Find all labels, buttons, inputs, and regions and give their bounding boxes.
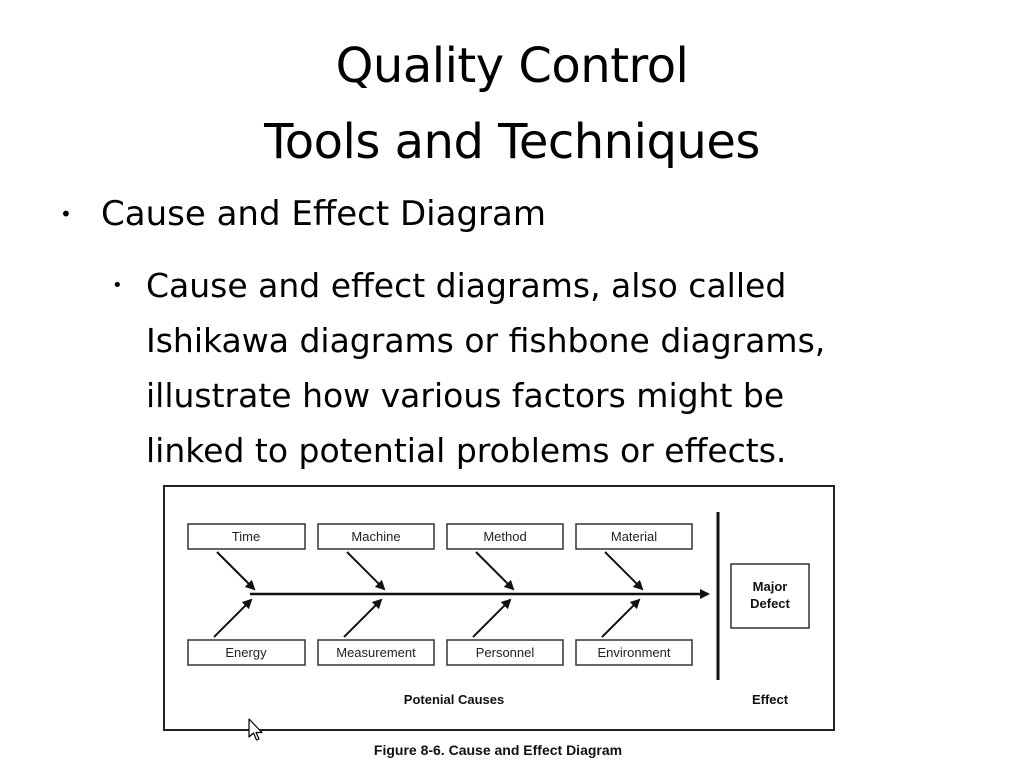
cause-label-method: Method [483, 529, 526, 544]
cause-label-time: Time [232, 529, 260, 544]
cause-arrow-method [475, 551, 515, 591]
cause-arrow-personnel [472, 598, 512, 638]
cause-label-energy: Energy [225, 645, 267, 660]
cause-label-environment: Environment [598, 645, 671, 660]
figure-frame [163, 485, 835, 731]
bullet-level-2-text: Cause and effect diagrams, also called I… [146, 258, 921, 478]
title-line-2: Tools and Techniques [264, 114, 760, 170]
bullet-level-2-line: Ishikawa diagrams or fishbone diagrams, [146, 321, 826, 360]
effect-box [730, 563, 810, 629]
cause-label-measurement: Measurement [336, 645, 416, 660]
bullet-level-1-text: Cause and Effect Diagram [101, 194, 546, 234]
effect-box-line-1: Major [753, 579, 788, 594]
potential-causes-label: Potenial Causes [404, 692, 504, 707]
cause-box-personnel [446, 639, 564, 666]
cause-arrow-measurement [343, 598, 383, 638]
cause-arrow-time [216, 551, 256, 591]
cause-label-material: Material [611, 529, 657, 544]
mouse-cursor-icon [248, 718, 263, 741]
cause-arrow-energy [213, 598, 253, 638]
slide-title: Quality Control Tools and Techniques [0, 28, 1024, 180]
bullet-level-2-line: linked to potential problems or effects. [146, 431, 787, 470]
cause-label-machine: Machine [351, 529, 400, 544]
cause-box-time [187, 523, 306, 550]
title-line-1: Quality Control [335, 38, 689, 94]
cause-box-measurement [317, 639, 435, 666]
cause-box-method [446, 523, 564, 550]
cause-arrow-machine [346, 551, 386, 591]
cause-box-energy [187, 639, 306, 666]
bullet-dot-icon: • [112, 275, 123, 296]
cause-box-environment [575, 639, 693, 666]
bullet-level-2-line: Cause and effect diagrams, also called [146, 266, 787, 305]
cause-arrow-environment [601, 598, 641, 638]
bullet-level-2-line: illustrate how various factors might be [146, 376, 785, 415]
figure-caption: Figure 8-6. Cause and Effect Diagram [374, 742, 622, 758]
cause-box-material [575, 523, 693, 550]
effect-box-line-2: Defect [750, 596, 790, 611]
bullet-dot-icon: • [60, 202, 72, 226]
cause-arrow-material [604, 551, 644, 591]
cause-box-machine [317, 523, 435, 550]
effect-label: Effect [752, 692, 789, 707]
cause-label-personnel: Personnel [476, 645, 535, 660]
